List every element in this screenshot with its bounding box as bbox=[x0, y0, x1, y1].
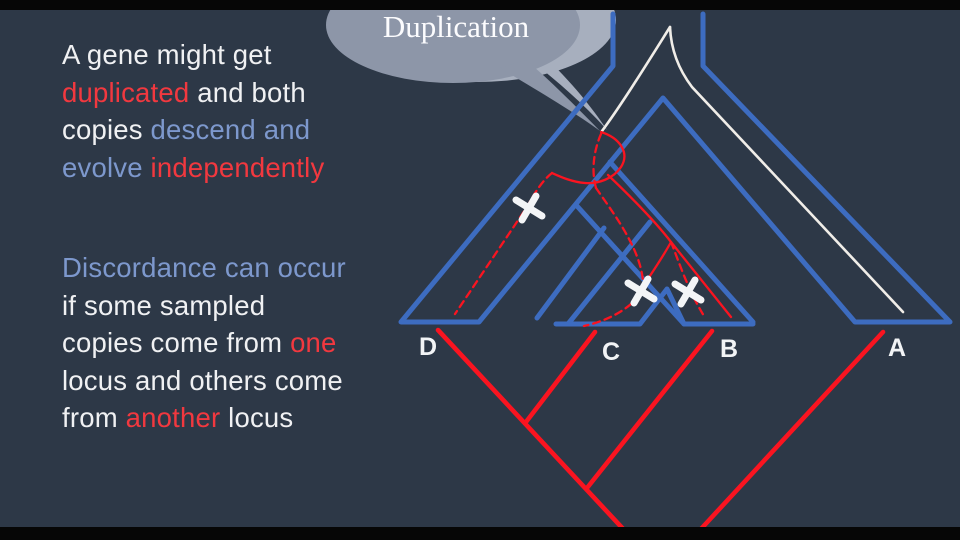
text-segment: descend and bbox=[150, 114, 311, 145]
gene-tree-lower bbox=[435, 327, 886, 535]
text-segment: another bbox=[125, 402, 221, 433]
loss-x-marks bbox=[512, 192, 705, 308]
species-tree-outline bbox=[398, 11, 953, 325]
text-line: copies come from one bbox=[62, 324, 346, 362]
x-mark-icon bbox=[512, 192, 546, 224]
paragraph-duplication: A gene might get duplicated and both cop… bbox=[62, 36, 324, 186]
species-tree-branch-b-left bbox=[574, 203, 687, 327]
text-segment: A gene might get bbox=[62, 39, 272, 70]
text-line: from another locus bbox=[62, 399, 346, 437]
gene-tree-arc-to-c bbox=[582, 186, 645, 328]
text-segment: duplicated bbox=[62, 76, 190, 108]
text-segment: locus bbox=[220, 402, 294, 433]
text-line: if some sampled bbox=[62, 287, 346, 325]
text-segment: one bbox=[290, 327, 337, 358]
gene-tree-lost-b-branch bbox=[669, 240, 706, 318]
text-line: Discordance can occur bbox=[62, 249, 346, 287]
letterbox-bar-bottom bbox=[0, 527, 960, 540]
species-tree-branch-b-right bbox=[607, 159, 756, 325]
tip-label-b: B bbox=[720, 335, 738, 363]
text-segment: evolve bbox=[62, 151, 151, 183]
lower-tree-d-trunk bbox=[435, 327, 629, 535]
text-segment: Discordance can occur bbox=[62, 252, 346, 283]
gene-tree-branch-to-b bbox=[606, 173, 733, 319]
lower-tree-c-branch bbox=[523, 329, 598, 425]
tip-label-c: C bbox=[602, 338, 620, 366]
text-segment: and both bbox=[189, 76, 306, 108]
lower-tree-a-branch bbox=[697, 329, 886, 533]
tip-label-d: D bbox=[419, 333, 437, 361]
species-tree-branch-c-outer bbox=[534, 225, 607, 321]
gene-tree-descent-dashed bbox=[592, 132, 603, 190]
text-line: evolve independently bbox=[62, 149, 324, 187]
text-line: A gene might get bbox=[62, 36, 324, 74]
lower-tree-b-branch bbox=[584, 328, 715, 491]
tip-label-a: A bbox=[888, 334, 906, 362]
letterbox-bar-top bbox=[0, 0, 960, 10]
text-segment: copies bbox=[62, 114, 151, 145]
gene-tree-duplication-loop bbox=[550, 130, 626, 185]
text-segment: from bbox=[62, 402, 126, 433]
species-tree-branch-c-inner bbox=[565, 219, 653, 327]
text-line: duplicated and both bbox=[62, 74, 324, 112]
text-segment: locus and others come bbox=[62, 364, 343, 396]
text-segment: independently bbox=[150, 151, 325, 183]
bubble-label: Duplication bbox=[383, 9, 530, 44]
text-line: copies descend and bbox=[62, 111, 324, 149]
text-segment: if some sampled bbox=[62, 289, 266, 321]
x-mark-icon bbox=[671, 276, 705, 308]
text-line: locus and others come bbox=[62, 362, 346, 400]
species-tree-cb-opening bbox=[553, 286, 756, 327]
species-tree bbox=[398, 11, 953, 327]
x-mark-icon bbox=[624, 275, 658, 307]
paragraph-discordance: Discordance can occur if some sampled co… bbox=[62, 249, 346, 437]
tracked-lineage-white-line bbox=[600, 25, 905, 314]
text-segment: copies come from bbox=[62, 327, 291, 358]
